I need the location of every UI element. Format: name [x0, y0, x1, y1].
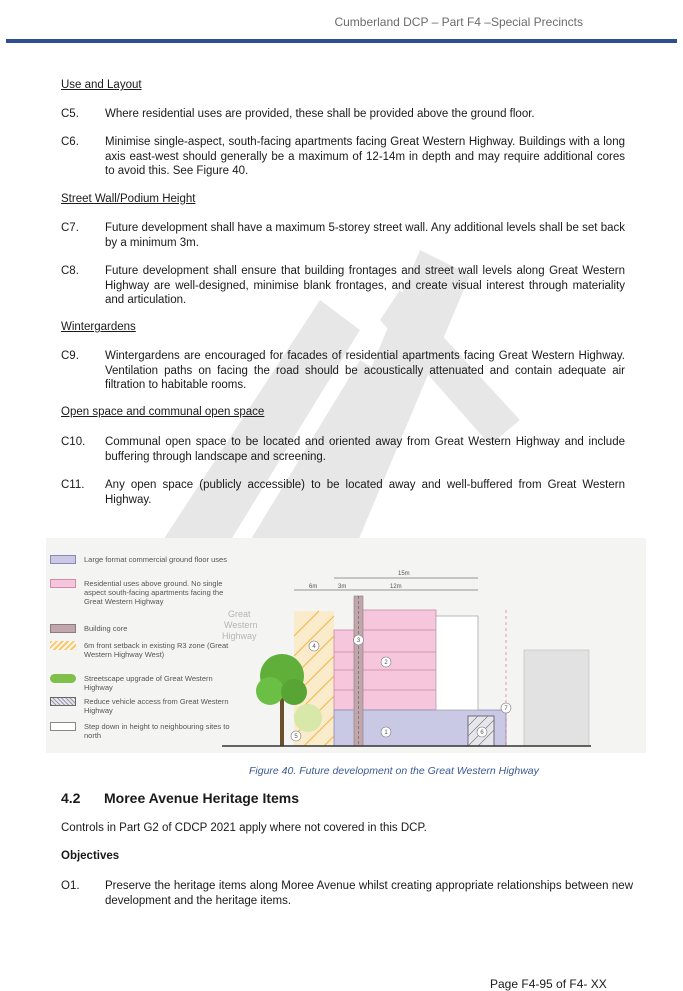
marker-circle — [290, 730, 302, 742]
control-text: Future development shall have a maximum … — [105, 222, 625, 249]
marker-label: 1 — [384, 730, 388, 736]
marker-label: 7 — [504, 706, 508, 712]
control-text: Future development shall ensure that bui… — [105, 265, 625, 306]
legend-text: Reduce vehicle access from Great Western… — [84, 697, 229, 715]
control-c9: C9. Wintergardens are encouraged for fac… — [61, 349, 625, 393]
dimension-label: 15m — [398, 571, 410, 577]
control-text: Any open space (publicly accessible) to … — [105, 479, 625, 506]
marker-circle — [353, 634, 364, 646]
neighbour-building — [523, 649, 590, 747]
marker-circle — [380, 726, 392, 738]
marker-label: 3 — [357, 638, 361, 644]
header-rule — [6, 39, 677, 43]
objective-o1: O1. Preserve the heritage items along Mo… — [61, 879, 633, 908]
dimension-label: 3m — [338, 584, 346, 590]
section-number: 4.2 — [61, 790, 81, 806]
street-label: Highway — [222, 631, 257, 641]
control-c6: C6. Minimise single-aspect, south-facing… — [61, 135, 625, 179]
legend-text: Residential uses above ground. No single… — [84, 579, 224, 606]
legend-text: Large format commercial ground floor use… — [84, 555, 227, 564]
subheading-use-layout: Use and Layout — [61, 79, 142, 91]
section-diagram: Great Western Highway 15m 6m 3m 12m — [222, 571, 591, 747]
page-header-title: Cumberland DCP – Part F4 –Special Precin… — [334, 15, 583, 29]
street-label: Great — [228, 609, 251, 619]
marker-label: 5 — [294, 734, 298, 740]
control-text: Wintergardens are encouraged for facades… — [105, 350, 625, 391]
legend-swatch — [50, 624, 76, 633]
objectives-heading: Objectives — [61, 850, 120, 862]
control-code: C6. — [61, 136, 79, 148]
dimension-label: 12m — [390, 584, 402, 590]
tree-legend-icon — [50, 674, 76, 683]
marker-circle — [380, 656, 392, 668]
legend-text: Step down in height to neighbouring site… — [84, 722, 230, 740]
control-c10: C10. Communal open space to be located a… — [61, 435, 625, 464]
objective-code: O1. — [61, 880, 80, 892]
control-c11: C11. Any open space (publicly accessible… — [61, 478, 625, 507]
legend-swatch — [50, 555, 76, 564]
subheading-open-space: Open space and communal open space — [61, 406, 265, 418]
figure-caption: Figure 40. Future development on the Gre… — [249, 765, 539, 777]
legend-swatch — [50, 722, 76, 731]
legend-swatch — [50, 697, 76, 706]
dimension-label: 6m — [309, 584, 317, 590]
control-code: C9. — [61, 350, 79, 362]
control-code: C8. — [61, 265, 79, 277]
control-text: Communal open space to be located and or… — [105, 436, 625, 463]
control-code: C5. — [61, 108, 79, 120]
control-code: C10. — [61, 436, 86, 448]
marker-label: 2 — [384, 660, 388, 666]
neighbour-building-outline — [435, 615, 479, 711]
figure-40: Large format commercial ground floor use… — [46, 538, 646, 753]
control-code: C11. — [61, 479, 85, 491]
control-c7: C7. Future development shall have a maxi… — [61, 221, 625, 250]
subheading-wintergardens: Wintergardens — [61, 321, 136, 333]
control-code: C7. — [61, 222, 79, 234]
subheading-street-wall: Street Wall/Podium Height — [61, 193, 196, 205]
marker-label: 6 — [480, 730, 484, 736]
control-text: Minimise single-aspect, south-facing apa… — [105, 136, 625, 177]
marker-label: 4 — [312, 644, 316, 650]
control-c8: C8. Future development shall ensure that… — [61, 264, 625, 308]
street-tree-icon — [256, 654, 322, 746]
control-text: Where residential uses are provided, the… — [105, 108, 535, 120]
section-title: Moree Avenue Heritage Items — [104, 790, 300, 806]
legend-text: 6m front setback in existing R3 zone (Gr… — [84, 641, 229, 659]
marker-circle — [308, 640, 320, 652]
page-number: Page F4-95 of F4- XX — [490, 977, 607, 991]
street-label: Western — [224, 620, 257, 630]
marker-circle — [500, 702, 512, 714]
legend-swatch — [50, 579, 76, 588]
legend-text: Streetscape upgrade of Great Western Hig… — [84, 674, 213, 692]
control-c5: C5. Where residential uses are provided,… — [61, 107, 625, 122]
legend-swatch — [50, 641, 76, 650]
legend-text: Building core — [84, 624, 128, 633]
objective-text: Preserve the heritage items along Moree … — [105, 880, 633, 907]
marker-circle — [476, 726, 488, 738]
section-intro: Controls in Part G2 of CDCP 2021 apply w… — [61, 822, 427, 834]
